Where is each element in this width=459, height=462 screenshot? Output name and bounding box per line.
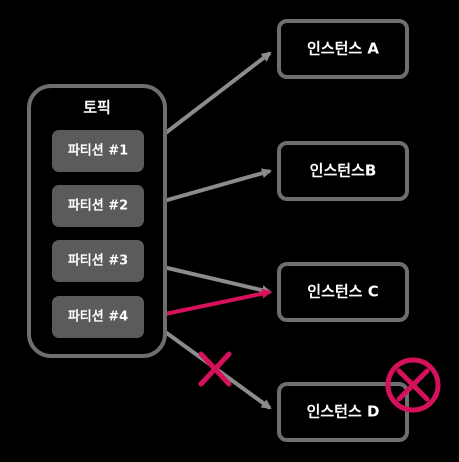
- instance-b: 인스턴스B: [277, 141, 409, 201]
- partition-4: 파티션 #4: [52, 296, 144, 338]
- partition-3-label: 파티션 #3: [68, 253, 128, 269]
- instance-a-label: 인스턴스 A: [307, 40, 379, 58]
- instance-b-label: 인스턴스B: [310, 162, 377, 180]
- partition-2-label: 파티션 #2: [68, 198, 128, 214]
- instance-c-label: 인스턴스 C: [307, 283, 378, 301]
- topic-title: 토픽: [83, 99, 111, 117]
- partition-2: 파티션 #2: [52, 185, 144, 227]
- partition-1: 파티션 #1: [52, 130, 144, 172]
- cross-mark-icon: [198, 351, 232, 387]
- instance-d-label: 인스턴스 D: [307, 403, 380, 421]
- instance-c: 인스턴스 C: [277, 262, 409, 322]
- failed-instance-icon: [385, 357, 441, 413]
- instance-d: 인스턴스 D: [277, 382, 409, 442]
- partition-3: 파티션 #3: [52, 240, 144, 282]
- partition-4-label: 파티션 #4: [68, 309, 128, 325]
- partition-1-label: 파티션 #1: [68, 143, 128, 159]
- instance-a: 인스턴스 A: [277, 19, 409, 79]
